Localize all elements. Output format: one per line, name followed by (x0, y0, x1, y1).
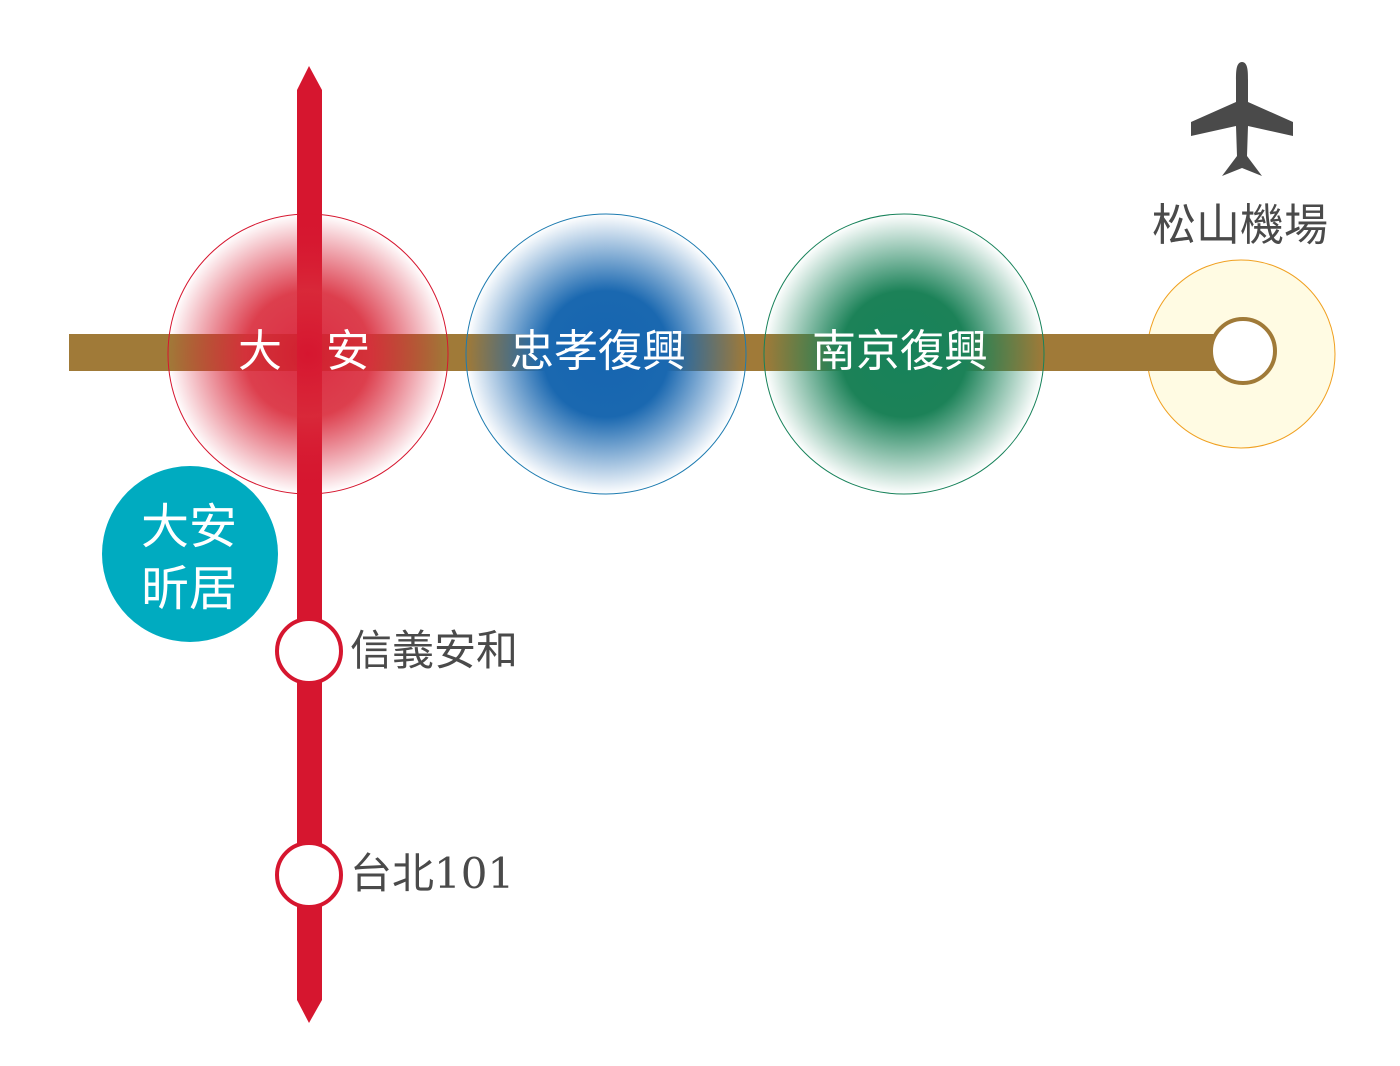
project-label-line1: 大安 (141, 499, 237, 555)
station-daan[interactable]: 大 安 (167, 213, 449, 495)
station-taipei101[interactable]: 台北101 (275, 841, 514, 909)
station-zhongxiao-fuxing[interactable]: 忠孝復興 (465, 213, 747, 495)
station-label-xinyi-anhe: 信義安和 (350, 626, 518, 675)
station-label-daan: 大 安 (238, 326, 370, 377)
station-label-nanjing-fuxing: 南京復興 (812, 326, 988, 377)
project-label-line2: 昕居 (141, 561, 237, 617)
station-label-zhongxiao-fuxing: 忠孝復興 (510, 326, 686, 377)
airport-label: 松山機場 (1152, 200, 1328, 251)
station-label-taipei101: 台北101 (350, 849, 514, 898)
station-nanjing-fuxing[interactable]: 南京復興 (763, 213, 1045, 495)
airplane-icon (1191, 62, 1293, 176)
project-marker[interactable]: 大安 昕居 (102, 466, 278, 642)
station-songshan-airport[interactable] (1140, 259, 1336, 449)
station-xinyi-anhe[interactable]: 信義安和 (275, 617, 518, 685)
